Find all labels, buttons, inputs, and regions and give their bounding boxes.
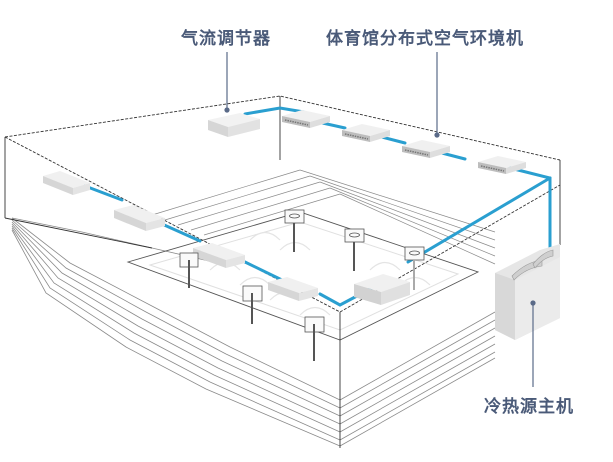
- label-distributed-air-units: 体育馆分布式空气环境机: [326, 29, 524, 49]
- leader-lines: [224, 52, 536, 387]
- label-chiller-host: 冷热源主机: [484, 397, 574, 417]
- bleachers-right: [339, 311, 496, 447]
- ceiling-air-unit-icon: [402, 140, 450, 158]
- bleachers-left: [11, 217, 341, 447]
- ceiling-air-unit-icon: [342, 124, 390, 142]
- basketball-hoop-icon: [242, 285, 263, 324]
- ceiling-air-unit-icon: [193, 243, 245, 268]
- basketball-hoop-icon: [344, 228, 365, 271]
- building-frame: [4, 95, 561, 448]
- ceiling-air-unit-icon: [354, 274, 410, 305]
- basketball-hoop-icon: [284, 209, 305, 252]
- ceiling-air-unit-icon: [268, 277, 318, 301]
- label-airflow-regulator: 气流调节器: [181, 29, 271, 49]
- chiller-host-icon: [495, 244, 560, 340]
- ceiling-air-unit-icon: [478, 156, 526, 174]
- ceiling-air-unit-icon: [114, 205, 165, 231]
- basketball-hoop-icon: [404, 246, 425, 290]
- basketball-hoop-icon: [179, 252, 199, 288]
- ceiling-air-unit-icon: [282, 110, 330, 128]
- basketball-hoop-icon: [304, 316, 325, 361]
- airflow-regulator-box-icon: [208, 113, 260, 137]
- pipe-network: [83, 106, 552, 307]
- ceiling-air-unit-icon: [43, 171, 90, 195]
